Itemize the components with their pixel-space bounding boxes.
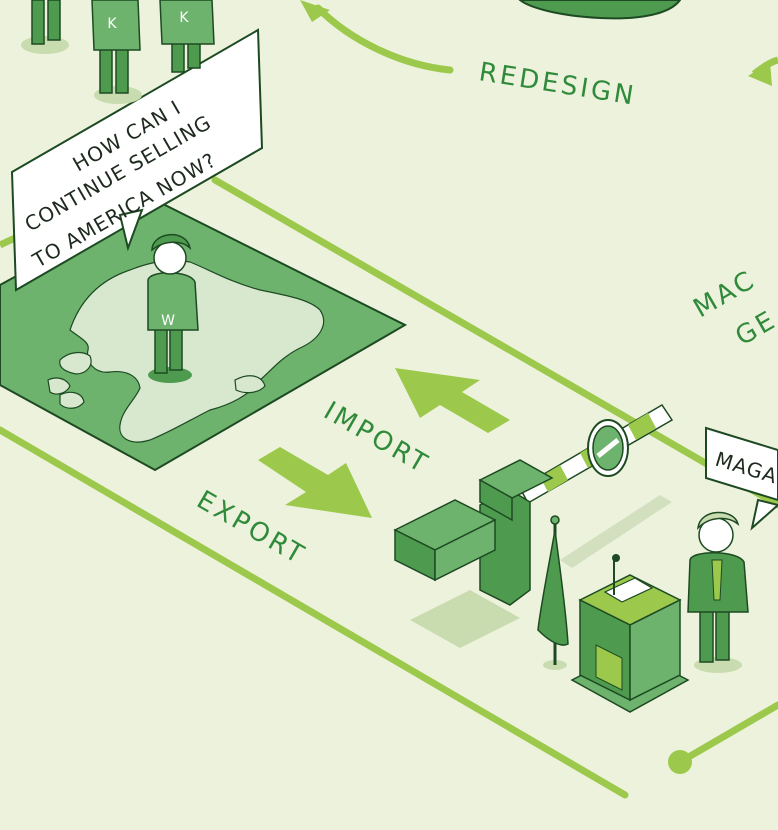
maga-speech-bubble: MAGA [705, 426, 778, 531]
endpoint-dot [668, 750, 692, 774]
trade-lane-lines [0, 176, 778, 799]
redesign-cycle-arrow [300, 0, 778, 86]
podium [570, 554, 690, 713]
import-arrow [395, 368, 510, 433]
speaker-figure [687, 511, 749, 673]
left-workers-group: K K [21, 0, 215, 104]
top-shape [518, 0, 682, 20]
worker-shirt-letter-k-2: K [179, 10, 189, 26]
flag [537, 515, 569, 670]
border-checkpoint [393, 403, 674, 648]
worker-shirt-letter-w: W [161, 313, 175, 329]
worker-shirt-letter-k-1: K [107, 16, 117, 32]
export-arrow [258, 447, 372, 518]
shadow-strip [560, 495, 672, 568]
worker-on-map: W [147, 233, 199, 383]
